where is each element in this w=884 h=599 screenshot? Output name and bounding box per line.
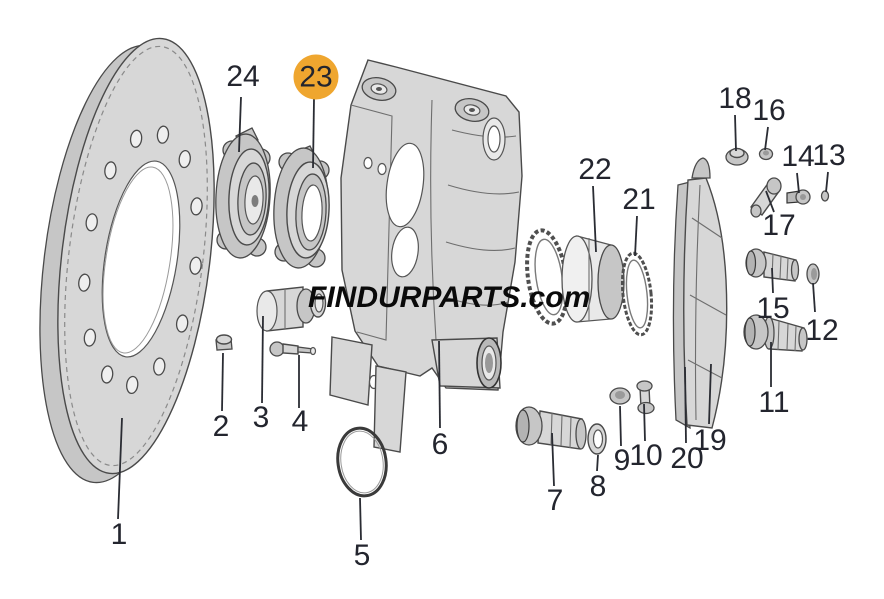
part-nut-9 <box>609 387 631 405</box>
part-bolt-7 <box>515 406 587 450</box>
rotor-bolt-hole <box>126 375 139 395</box>
callout-15[interactable]: 15 <box>756 292 790 325</box>
callout-9[interactable]: 9 <box>613 444 631 477</box>
rotor-bolt-hole <box>189 256 202 275</box>
callout-11[interactable]: 11 <box>758 386 790 419</box>
watermark: FINDURPARTS.com <box>308 281 591 314</box>
callout-6[interactable]: 6 <box>431 428 449 461</box>
callout-12[interactable]: 12 <box>805 314 839 347</box>
leader-line-18 <box>734 114 737 152</box>
part-fitting-14 <box>786 189 811 205</box>
leader-line-14 <box>796 172 800 194</box>
callout-23[interactable]: 23 <box>293 54 339 100</box>
part-adjuster-ring-23 <box>273 145 330 269</box>
leader-line-9 <box>619 405 622 447</box>
rotor-bolt-hole <box>83 328 97 347</box>
callout-3[interactable]: 3 <box>252 401 270 434</box>
leader-line-7 <box>551 432 555 487</box>
part-nut-18 <box>725 147 749 166</box>
callout-8[interactable]: 8 <box>589 470 607 503</box>
rotor-bolt-hole <box>104 161 117 180</box>
leader-line-17 <box>765 190 775 213</box>
part-brake-pad-19-20 <box>672 157 728 430</box>
callout-21[interactable]: 21 <box>622 183 656 216</box>
part-pin-17 <box>750 177 782 218</box>
leader-line-13 <box>825 171 829 193</box>
part-pin-4 <box>269 341 317 357</box>
part-o-ring-5 <box>336 426 388 498</box>
leader-line-6 <box>438 340 441 429</box>
callout-18[interactable]: 18 <box>718 82 752 115</box>
rotor-bolt-hole <box>78 273 91 292</box>
part-bolt-11 <box>743 314 808 352</box>
callout-5[interactable]: 5 <box>353 539 371 572</box>
leader-line-2 <box>221 352 224 412</box>
callout-13[interactable]: 13 <box>812 139 846 172</box>
part-nut-2 <box>215 334 233 351</box>
leader-line-19 <box>708 363 712 425</box>
callout-17[interactable]: 17 <box>762 209 796 242</box>
leader-line-16 <box>764 126 769 151</box>
part-bolt-10 <box>636 380 655 415</box>
leader-line-21 <box>634 215 638 257</box>
callout-24[interactable]: 24 <box>226 60 260 93</box>
leader-line-3 <box>261 315 264 404</box>
callout-14[interactable]: 14 <box>781 140 815 173</box>
callout-16[interactable]: 16 <box>752 94 786 127</box>
leader-line-8 <box>596 454 599 472</box>
rotor-bolt-hole <box>100 365 114 384</box>
part-guide-sleeve-3 <box>256 286 327 332</box>
leader-line-1 <box>117 417 123 520</box>
callout-10[interactable]: 10 <box>629 439 663 472</box>
part-nut-16 <box>758 147 774 161</box>
callout-19[interactable]: 19 <box>693 424 727 457</box>
part-washer-8 <box>587 423 607 455</box>
leader-line-23 <box>312 98 315 169</box>
part-caliper-body-6 <box>329 59 523 453</box>
leader-line-24 <box>238 96 242 153</box>
rotor-bolt-hole <box>156 125 170 144</box>
leader-line-20 <box>684 366 687 444</box>
leader-lines-layer <box>117 96 829 541</box>
part-hub-adapter-24 <box>215 127 271 259</box>
leader-line-10 <box>643 403 646 442</box>
rotor-bolt-hole <box>190 197 203 216</box>
callout-7[interactable]: 7 <box>546 484 564 517</box>
rotor-bolt-hole <box>175 314 189 333</box>
rotor-bolt-hole <box>129 129 143 148</box>
part-piston-22 <box>561 235 625 323</box>
rotor-bolt-hole <box>178 149 191 169</box>
rotor-bolt-hole <box>85 213 98 232</box>
leader-line-15 <box>771 267 774 294</box>
callout-1[interactable]: 1 <box>110 518 128 551</box>
rotor-bolt-holes <box>78 125 203 395</box>
callout-20[interactable]: 20 <box>670 442 704 475</box>
part-brake-rotor <box>39 37 215 484</box>
leader-line-5 <box>359 497 362 541</box>
callout-22[interactable]: 22 <box>578 153 612 186</box>
leader-line-12 <box>812 282 816 313</box>
part-screw-13 <box>820 190 830 202</box>
rotor-bolt-hole <box>153 357 166 376</box>
part-seal-ring-21 <box>620 251 654 337</box>
callout-2[interactable]: 2 <box>212 410 230 443</box>
leader-line-22 <box>592 185 597 253</box>
callout-4[interactable]: 4 <box>291 405 309 438</box>
